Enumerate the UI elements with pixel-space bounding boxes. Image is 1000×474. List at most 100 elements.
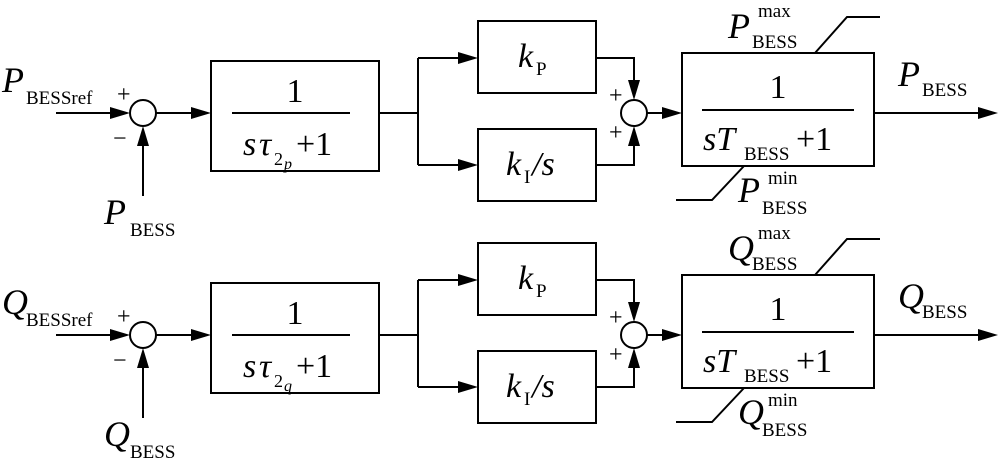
upper-limit-line xyxy=(814,238,880,276)
sum2-plus-top: + xyxy=(609,305,623,331)
integral-gain-block xyxy=(477,128,597,202)
feedback-arrow xyxy=(137,348,149,368)
upper-limit-line xyxy=(814,16,880,54)
ki-k: k xyxy=(506,368,522,405)
filter-numerator: 1 xyxy=(287,295,304,332)
min-limit-superscript: min xyxy=(768,390,798,411)
input-arrow xyxy=(110,107,130,119)
min-limit-subscript: BESS xyxy=(762,198,807,219)
plant-plus-one: +1 xyxy=(796,343,832,380)
output-label: Q xyxy=(898,276,924,316)
plant-sT: sT xyxy=(703,343,737,380)
filter-input-arrow xyxy=(191,329,211,341)
sum2-plus-top: + xyxy=(609,83,623,109)
lower-limit-line xyxy=(676,165,745,201)
filter-tau: τ xyxy=(259,348,273,385)
min-limit-label: Q xyxy=(738,392,764,432)
sum1-minus-sign: − xyxy=(113,126,127,152)
output-subscript: BESS xyxy=(922,80,967,101)
max-limit-subscript: BESS xyxy=(752,32,797,53)
summing-junction-1 xyxy=(129,321,157,349)
kp-k: k xyxy=(518,38,534,75)
input-arrow xyxy=(110,329,130,341)
filter-tau: τ xyxy=(259,126,273,163)
filter-plus-one: +1 xyxy=(296,348,332,385)
input-label: P xyxy=(1,60,24,100)
kp-k: k xyxy=(518,260,534,297)
output-arrow xyxy=(978,329,998,341)
ki-divide-s: /s xyxy=(530,146,555,183)
plant-numerator: 1 xyxy=(770,69,787,106)
kp-output-line xyxy=(596,57,635,80)
ki-subscript: I xyxy=(524,389,530,410)
output-subscript: BESS xyxy=(922,302,967,323)
lowpass-filter-block xyxy=(210,282,380,394)
input-subscript: BESSref xyxy=(26,88,93,109)
plant-sT: sT xyxy=(703,121,737,158)
filter-numerator: 1 xyxy=(287,73,304,110)
min-limit-label: P xyxy=(737,170,760,210)
max-limit-label: P xyxy=(727,6,750,46)
integral-gain-block xyxy=(477,350,597,424)
sum1-plus-sign: + xyxy=(117,82,131,108)
max-limit-superscript: max xyxy=(758,223,791,244)
sum2-plus-bottom: + xyxy=(609,342,623,368)
proportional-gain-block xyxy=(477,242,597,316)
kp-input-arrow xyxy=(458,274,478,286)
filter-tau-subsubscript: q xyxy=(284,378,292,395)
sum1-minus-sign: − xyxy=(113,348,127,374)
ki-k: k xyxy=(506,146,522,183)
sum1-plus-sign: + xyxy=(117,304,131,330)
sum2-plus-bottom: + xyxy=(609,120,623,146)
feedback-subscript: BESS xyxy=(130,220,175,241)
filter-plus-one: +1 xyxy=(296,126,332,163)
ki-output-line xyxy=(596,368,635,388)
min-limit-subscript: BESS xyxy=(762,420,807,441)
kp-subscript: P xyxy=(536,59,547,80)
kp-to-sum-arrow xyxy=(628,302,640,322)
summing-junction-2 xyxy=(620,99,648,127)
plant-numerator: 1 xyxy=(770,291,787,328)
ki-input-arrow xyxy=(458,381,478,393)
ki-to-sum-arrow xyxy=(628,348,640,368)
feedback-arrow xyxy=(137,126,149,146)
feedback-label: P xyxy=(103,192,126,232)
plant-subscript: BESS xyxy=(744,144,789,165)
ki-subscript: I xyxy=(524,167,530,188)
max-limit-superscript: max xyxy=(758,1,791,22)
max-limit-label: Q xyxy=(728,228,754,268)
filter-input-arrow xyxy=(191,107,211,119)
kp-output-line xyxy=(596,279,635,302)
proportional-gain-block xyxy=(477,20,597,94)
kp-subscript: P xyxy=(536,281,547,302)
summing-junction-1 xyxy=(129,99,157,127)
ki-divide-s: /s xyxy=(530,368,555,405)
input-label: Q xyxy=(2,282,28,322)
feedback-label: Q xyxy=(104,414,130,454)
plant-input-arrow xyxy=(662,107,682,119)
output-label: P xyxy=(897,54,920,94)
lowpass-filter-block xyxy=(210,60,380,172)
summing-junction-2 xyxy=(620,321,648,349)
filter-s: s xyxy=(243,126,256,163)
filter-tau-subscript: 2 xyxy=(274,149,283,169)
lower-limit-line xyxy=(676,387,745,423)
kp-input-arrow xyxy=(458,52,478,64)
ki-input-arrow xyxy=(458,159,478,171)
plant-input-arrow xyxy=(662,329,682,341)
feedback-subscript: BESS xyxy=(130,442,175,463)
filter-s: s xyxy=(243,348,256,385)
plant-subscript: BESS xyxy=(744,366,789,387)
max-limit-subscript: BESS xyxy=(752,254,797,275)
filter-tau-subsubscript: p xyxy=(283,156,292,173)
ki-output-line xyxy=(596,146,635,166)
ki-to-sum-arrow xyxy=(628,126,640,146)
min-limit-superscript: min xyxy=(768,168,798,189)
filter-tau-subscript: 2 xyxy=(274,371,283,391)
kp-to-sum-arrow xyxy=(628,80,640,100)
input-subscript: BESSref xyxy=(26,310,93,331)
output-arrow xyxy=(978,107,998,119)
